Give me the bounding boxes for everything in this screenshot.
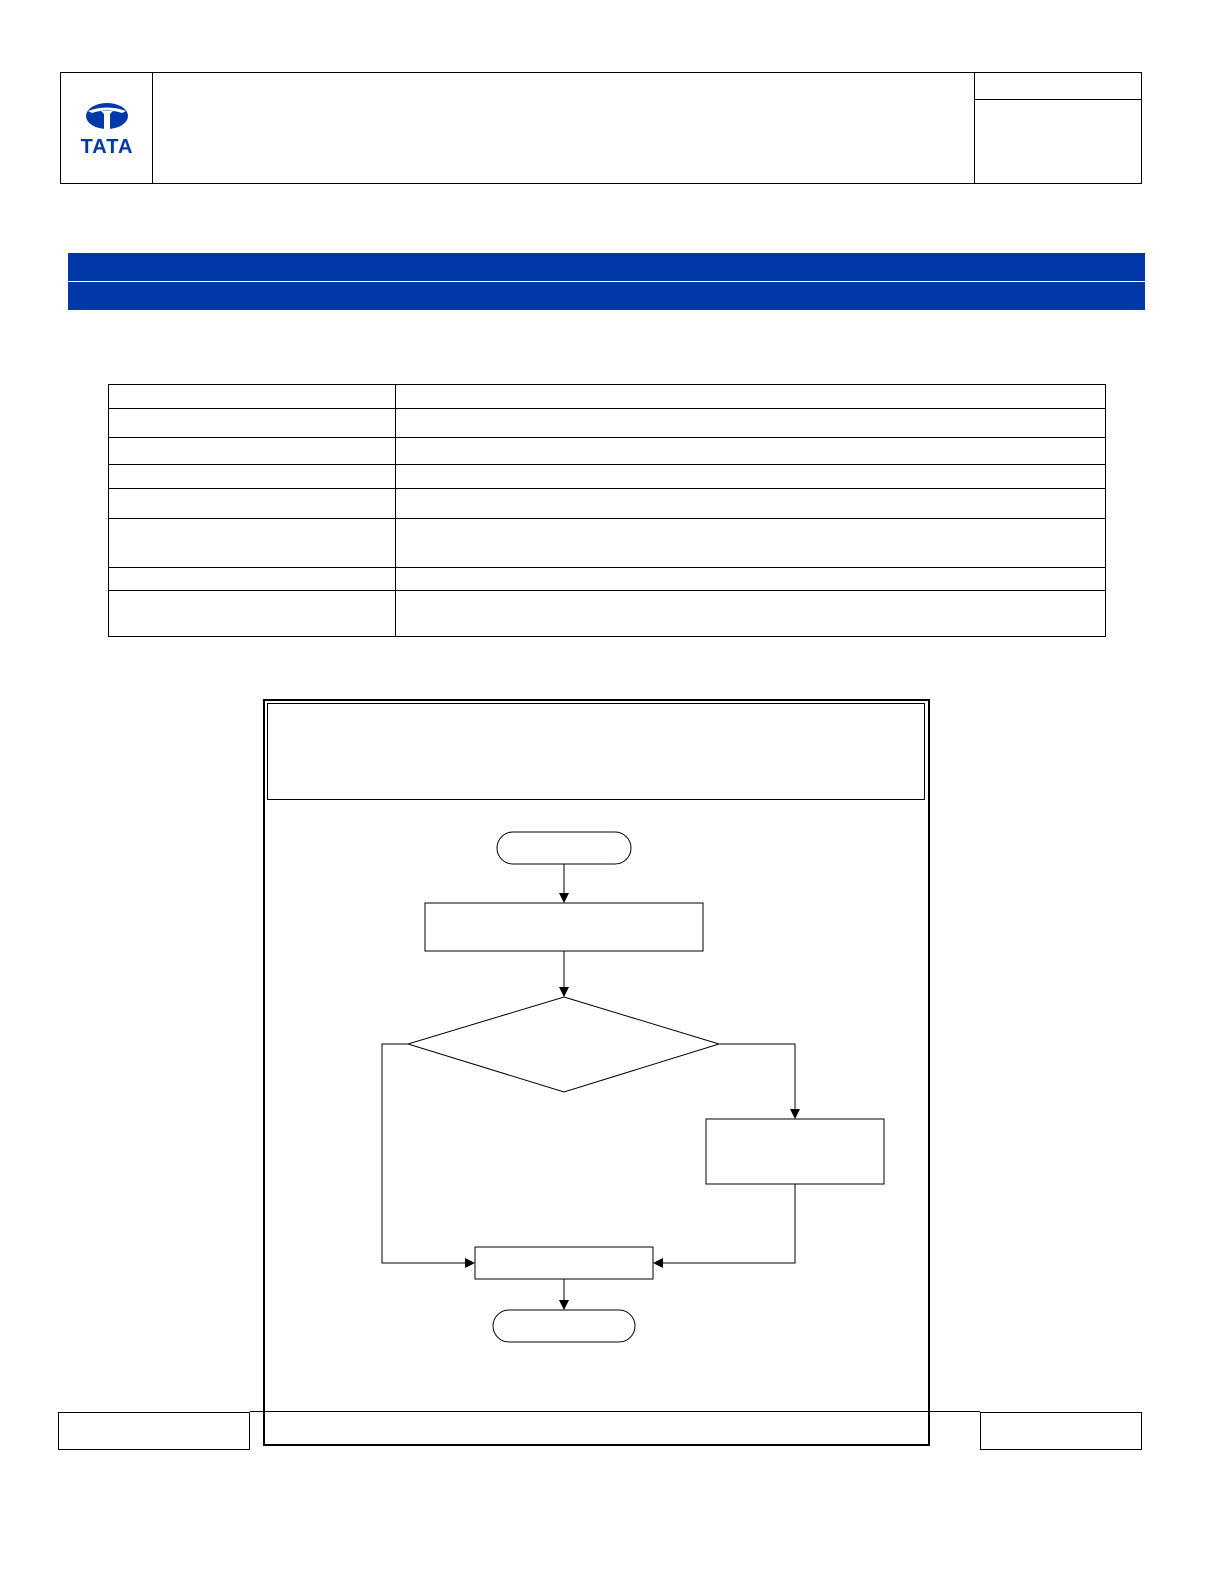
section-bar-1 [68, 253, 1145, 281]
table-row [108, 590, 1106, 637]
document-meta-cell [975, 73, 1141, 183]
table-row [108, 384, 1106, 409]
connector-side-merge [653, 1184, 796, 1268]
table-key-cell [108, 408, 396, 438]
table-row [108, 408, 1106, 438]
table-key-cell [108, 590, 396, 637]
document-title-cell [153, 73, 975, 183]
info-table [108, 384, 1106, 637]
footer-right-box [980, 1412, 1142, 1450]
table-row [108, 518, 1106, 568]
side-process-box [705, 1118, 885, 1185]
footer-rule [250, 1411, 980, 1412]
tata-logo-icon: TATA [81, 103, 134, 158]
svg-text:TATA: TATA [81, 136, 134, 158]
table-value-cell [395, 384, 1106, 409]
flowchart-header-box [267, 703, 925, 800]
process-box [424, 902, 704, 952]
flowchart-frame [263, 699, 930, 1446]
table-value-cell [395, 518, 1106, 568]
merge-box [474, 1246, 654, 1280]
connector-decision-side [719, 1043, 800, 1119]
table-row [108, 488, 1106, 519]
document-meta-top [975, 73, 1141, 100]
table-row [108, 437, 1106, 465]
section-bar-2 [68, 282, 1145, 310]
start-terminator [496, 831, 632, 865]
decision-diamond [406, 996, 721, 1093]
logo-cell: TATA [61, 73, 153, 183]
table-value-cell [395, 408, 1106, 438]
table-key-cell [108, 518, 396, 568]
end-terminator [492, 1309, 636, 1343]
table-value-cell [395, 590, 1106, 637]
document-header: TATA [60, 72, 1142, 184]
footer-left-box [58, 1412, 250, 1450]
connector-decision-merge [381, 1043, 475, 1268]
